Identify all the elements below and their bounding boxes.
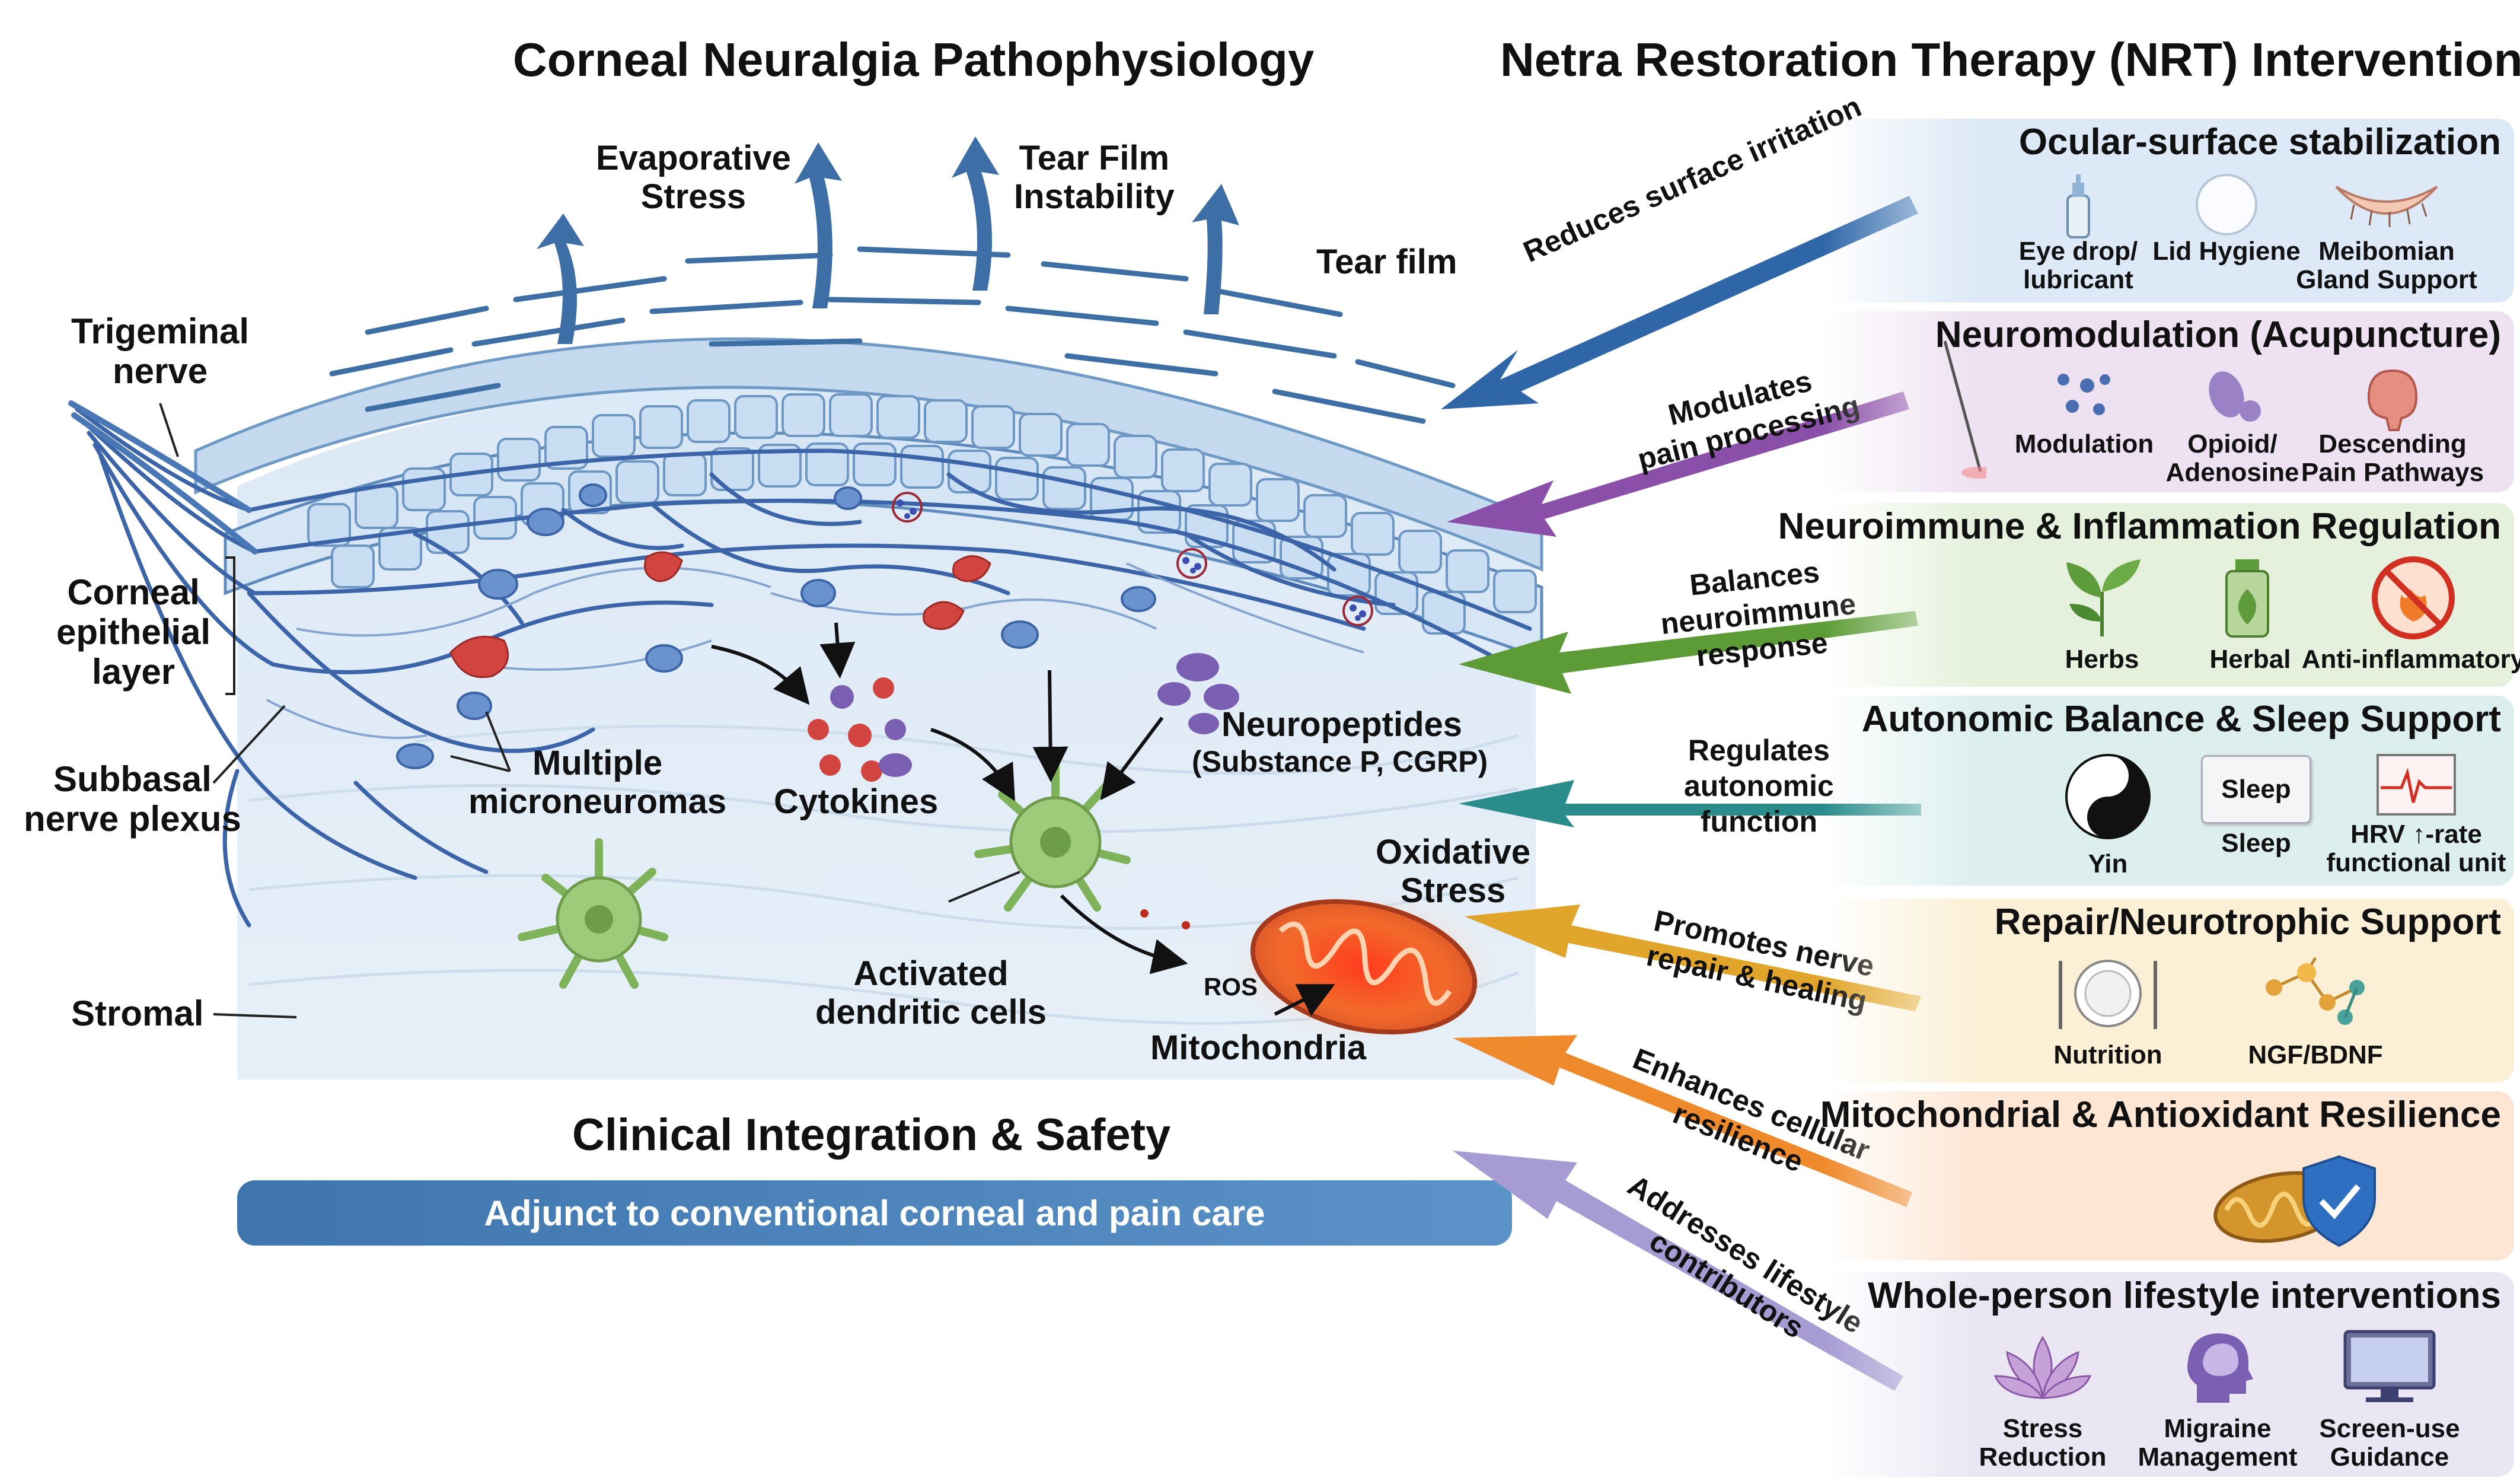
- clinical-banner: Adjunct to conventional corneal and pain…: [237, 1180, 1512, 1246]
- item-descending-pain: Descending Pain Pathways: [2301, 429, 2484, 488]
- eyelid-icon: [2335, 186, 2438, 227]
- item-meibomian: Meibomian Gland Support: [2296, 237, 2477, 295]
- panel-ocular-surface: Ocular-surface stabilization Eye drop/ l…: [1823, 119, 2514, 302]
- label-microneuromas: Multiple microneuromas: [468, 744, 727, 821]
- item-lid-hygiene: Lid Hygiene: [2152, 237, 2301, 266]
- label-stromal: Stromal: [71, 993, 204, 1033]
- panel-title: Neuroimmune & Inflammation Regulation: [1778, 506, 2501, 547]
- arrow-neuroimmune: [1459, 611, 1918, 694]
- label-neuropeptides: Neuropeptides: [1221, 705, 1463, 744]
- pathway-arrows: [711, 622, 1188, 975]
- inflammatory-cells: [449, 551, 991, 679]
- panel-mitochondrial: Mitochondrial & Antioxidant Resilience: [1820, 1091, 2514, 1260]
- panel-repair: Repair/Neurotrophic Support Nutrition NG…: [1823, 899, 2514, 1082]
- item-anti-inflammatory: Anti-inflammatory: [2301, 645, 2520, 674]
- label-oxidative-stress: Oxidative Stress: [1376, 833, 1531, 910]
- panel-title: Whole-person lifestyle interventions: [1868, 1275, 2501, 1316]
- no-inflammation-icon: [2372, 556, 2455, 639]
- item-migraine: Migraine Management: [2138, 1414, 2298, 1472]
- item-stress-reduction: Stress Reduction: [1979, 1414, 2107, 1472]
- item-ngf-bdnf: NGF/BDNF: [2248, 1040, 2383, 1069]
- label-subbasal-nerve-plexus: Subbasal nerve plexus: [24, 759, 241, 839]
- neuropeptides-cluster: [1157, 653, 1239, 734]
- label-tear-film-instability: Tear Film Instability: [1014, 139, 1175, 216]
- item-herbs: Herbs: [2065, 645, 2139, 674]
- molecule-dots-icon: [2058, 374, 2110, 415]
- panel-neuroimmune: Neuroimmune & Inflammation Regulation He…: [1778, 503, 2520, 687]
- fine-nerve-branches: [266, 562, 1364, 739]
- ros-arrow: [1274, 984, 1335, 1016]
- item-opioid: Opioid/ Adenosine: [2165, 429, 2299, 488]
- arrow-repair: [1465, 905, 1921, 1011]
- item-screen-use: Screen-use Guidance: [2319, 1414, 2460, 1472]
- arrow-autonomic: [1459, 780, 1921, 827]
- item-yin: Yin: [2088, 849, 2128, 878]
- mast-cell-granules: [897, 499, 1366, 621]
- item-hrv: HRV ↑-rate functional unit: [2326, 820, 2506, 878]
- item-herbal: Herbal: [2209, 645, 2291, 674]
- dendritic-cell-center: [974, 761, 1131, 912]
- mast-cells: [892, 492, 1373, 626]
- arrow-text-autonomic: Regulates autonomic function: [1684, 734, 1834, 838]
- label-tear-film: Tear film: [1316, 243, 1457, 281]
- panel-title: Repair/Neurotrophic Support: [1994, 902, 2501, 942]
- panel-title: Neuromodulation (Acupuncture): [1935, 314, 2501, 355]
- label-corneal-epithelial-layer: Corneal epithelial layer: [56, 572, 211, 692]
- lid-wipe-icon: [2196, 174, 2257, 235]
- label-mitochondria: Mitochondria: [1150, 1028, 1367, 1067]
- shielded-mitochondria-icon: [2213, 1155, 2376, 1247]
- plate-cutlery-icon: [2059, 960, 2157, 1029]
- item-eye-drop: Eye drop/ lubricant: [2018, 237, 2138, 295]
- panel-title: Ocular-surface stabilization: [2018, 122, 2501, 163]
- yin-yang-icon: [2065, 754, 2151, 839]
- panel-title: Autonomic Balance & Sleep Support: [1861, 699, 2501, 740]
- evaporation-arrows: [537, 136, 1239, 344]
- eye-drop-bottle-icon: [2066, 174, 2090, 238]
- label-evaporative-stress: Evaporative Stress: [596, 139, 791, 216]
- arrow-ocular-surface: [1441, 196, 1918, 409]
- label-cytokines: Cytokines: [774, 782, 939, 821]
- leader-lines: [159, 403, 1020, 1018]
- arrow-neuromodulation: [1447, 391, 1909, 537]
- acupuncture-needle-icon: [1943, 340, 1986, 479]
- panel-autonomic: Autonomic Balance & Sleep Support Sleep …: [1823, 696, 2514, 886]
- herbal-bottle-icon: [2225, 559, 2269, 638]
- label-activated-dendritic-cells: Activated dendritic cells: [815, 954, 1047, 1031]
- sleep-icon: Sleep: [2201, 755, 2311, 824]
- head-brain-icon: [2187, 1333, 2253, 1403]
- panel-neuromodulation: Neuromodulation (Acupuncture) Modulation…: [1823, 311, 2514, 492]
- trigeminal-nerve-bundle: [68, 400, 258, 555]
- panel-lifestyle: Whole-person lifestyle interventions Str…: [1823, 1272, 2514, 1477]
- opioid-molecule-icon: [2209, 371, 2261, 422]
- panel-title: Mitochondrial & Antioxidant Resilience: [1820, 1094, 2501, 1135]
- clinical-title: Clinical Integration & Safety: [572, 1110, 1171, 1160]
- neurotrophic-molecule-icon: [2266, 957, 2365, 1025]
- ros-dots: [1140, 909, 1190, 929]
- item-modulation: Modulation: [2014, 429, 2154, 458]
- item-sleep: Sleep: [2221, 829, 2291, 858]
- label-ros: ROS: [1204, 973, 1258, 1001]
- left-title: Corneal Neuralgia Pathophysiology: [513, 33, 1315, 86]
- cornea-diagram: [68, 136, 1543, 1079]
- lotus-icon: [1993, 1336, 2092, 1399]
- label-trigeminal-nerve: Trigeminal nerve: [71, 311, 250, 391]
- hrv-monitor-icon: [2377, 754, 2456, 816]
- label-neuropeptides-sub: (Substance P, CGRP): [1192, 745, 1488, 778]
- herb-leaves-icon: [2066, 559, 2141, 636]
- brain-icon: [2367, 369, 2418, 431]
- right-title: Netra Restoration Therapy (NRT) Interven…: [1500, 33, 2520, 86]
- cytokines-cluster: [808, 677, 912, 782]
- arrow-lifestyle: [1453, 1151, 1903, 1391]
- item-nutrition: Nutrition: [2053, 1040, 2162, 1069]
- microneuromas: [396, 483, 1156, 769]
- monitor-icon: [2343, 1330, 2436, 1402]
- dendritic-cell-left: [518, 838, 668, 989]
